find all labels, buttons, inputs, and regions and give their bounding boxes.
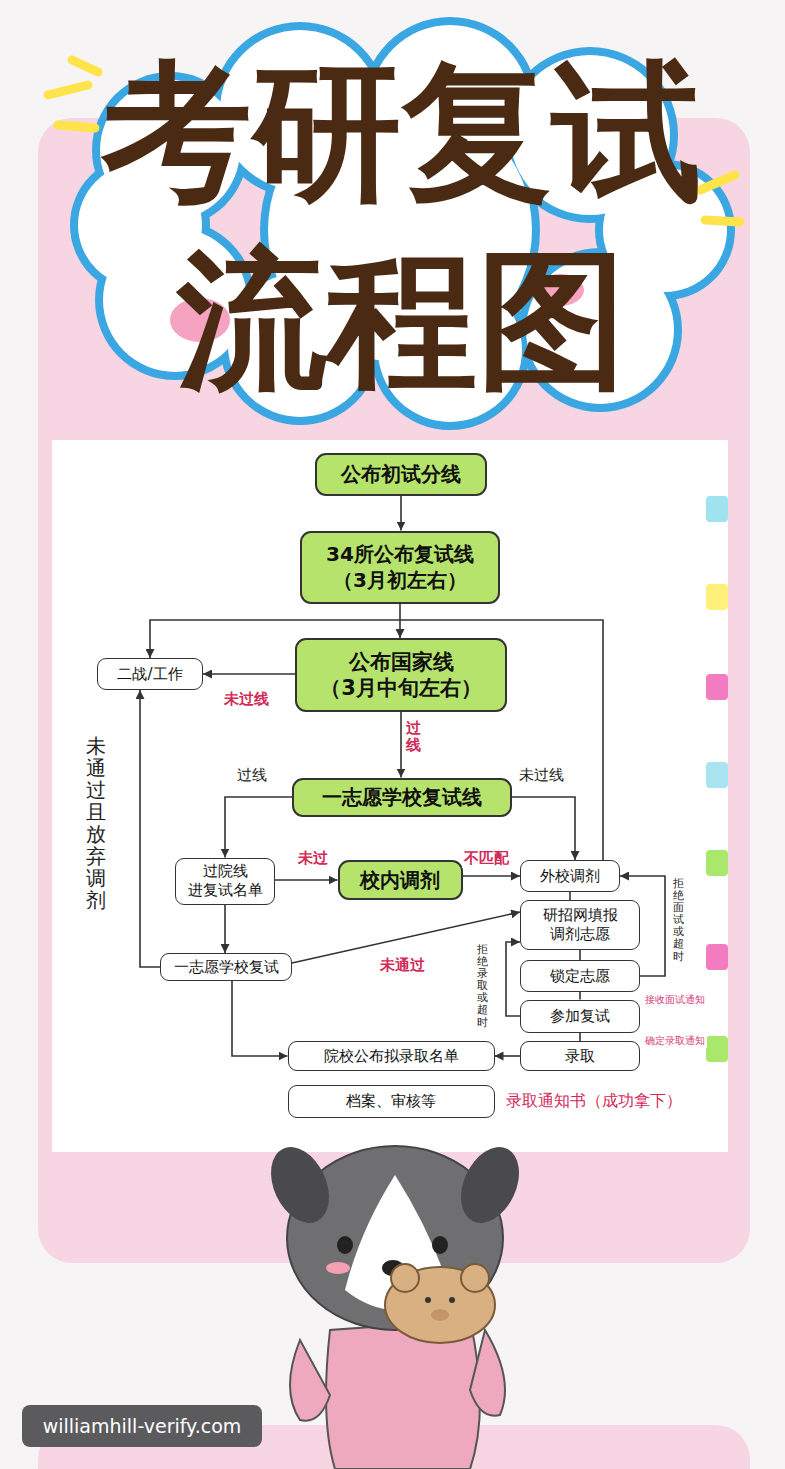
edge-label: 未过: [296, 849, 330, 868]
step-box: 院校公布拟录取名单: [288, 1041, 495, 1071]
flow-arrow: [224, 905, 226, 954]
flow-arrow: [203, 673, 295, 675]
edge-label: 过线: [406, 720, 421, 753]
flow-arrow: [569, 892, 571, 900]
edge-label: 未过线: [222, 690, 271, 709]
step-box: 参加复试: [520, 1000, 640, 1033]
flow-arrow: [512, 797, 575, 860]
node-text: 锁定志愿: [521, 967, 639, 986]
process-box: 34所公布复试线 （3月初左右）: [300, 531, 500, 604]
node-text: 一志愿学校复试线: [294, 784, 510, 810]
flow-arrow: [140, 690, 160, 967]
step-box: 研招网填报 调剂志愿: [520, 900, 640, 950]
process-box: 一志愿学校复试线: [292, 778, 512, 817]
puppy-illustration: [260, 1138, 531, 1469]
node-text: 一志愿学校复试: [161, 958, 291, 977]
process-box: 公布初试分线: [315, 453, 487, 496]
flow-arrow: [399, 604, 401, 639]
flow-arrow: [400, 496, 402, 531]
process-box: 公布国家线 （3月中旬左右）: [295, 638, 507, 712]
node-text: 档案、审核等: [289, 1092, 494, 1111]
title-cloud: [70, 17, 735, 430]
node-text: 34所公布复试线 （3月初左右）: [302, 541, 498, 593]
watermark: williamhill-verify.com: [22, 1405, 262, 1447]
edge-label: 拒绝面试或超时: [673, 878, 684, 963]
page-tabs: [706, 496, 728, 1062]
edge-label: 不匹配: [462, 849, 511, 868]
flow-arrow: [232, 981, 288, 1056]
flow-arrow: [463, 875, 521, 877]
node-text: 研招网填报 调剂志愿: [521, 906, 639, 944]
node-text: 录取: [521, 1047, 639, 1066]
node-text: 参加复试: [521, 1007, 639, 1026]
node-text: 院校公布拟录取名单: [289, 1047, 494, 1066]
edge-label: 过线: [235, 766, 269, 785]
node-text: 公布国家线 （3月中旬左右）: [297, 649, 505, 701]
node-text: 外校调剂: [521, 867, 619, 886]
step-box: 档案、审核等: [288, 1085, 495, 1118]
flow-arrow: [579, 950, 581, 960]
edge-label: 确定录取通知: [643, 1034, 707, 1048]
title-text: 考研复试 流程图: [82, 38, 722, 414]
node-text: 过院线 进复试名单: [176, 862, 274, 900]
edge-label: 未过线: [517, 766, 566, 785]
flow-arrow: [275, 879, 338, 881]
flow-arrow: [400, 712, 402, 778]
step-box: 录取: [520, 1041, 640, 1071]
step-box: 外校调剂: [520, 860, 620, 892]
node-text: 校内调剂: [340, 867, 461, 893]
edge-label: 未通过: [378, 956, 427, 975]
flow-arrow: [495, 1055, 521, 1057]
step-box: 锁定志愿: [520, 960, 640, 992]
flow-arrow: [150, 620, 603, 860]
edge-label: 接收面试通知: [643, 993, 707, 1007]
result-note: 录取通知书（成功拿下）: [504, 1091, 684, 1112]
flow-arrow: [506, 942, 520, 1016]
node-text: 公布初试分线: [317, 461, 485, 487]
flow-arrow: [579, 992, 581, 1000]
chart-area: [52, 440, 728, 1152]
step-box: 二战/工作: [97, 658, 203, 690]
edge-label: 拒绝录取或超时: [477, 944, 488, 1029]
edge-label: 未通过且放弃调剂: [86, 735, 106, 911]
node-text: 二战/工作: [98, 665, 202, 684]
step-box: 一志愿学校复试: [160, 953, 292, 981]
step-box: 过院线 进复试名单: [175, 858, 275, 905]
flow-arrow: [579, 1033, 581, 1042]
process-box: 校内调剂: [338, 860, 463, 900]
flow-arrow: [225, 797, 292, 858]
